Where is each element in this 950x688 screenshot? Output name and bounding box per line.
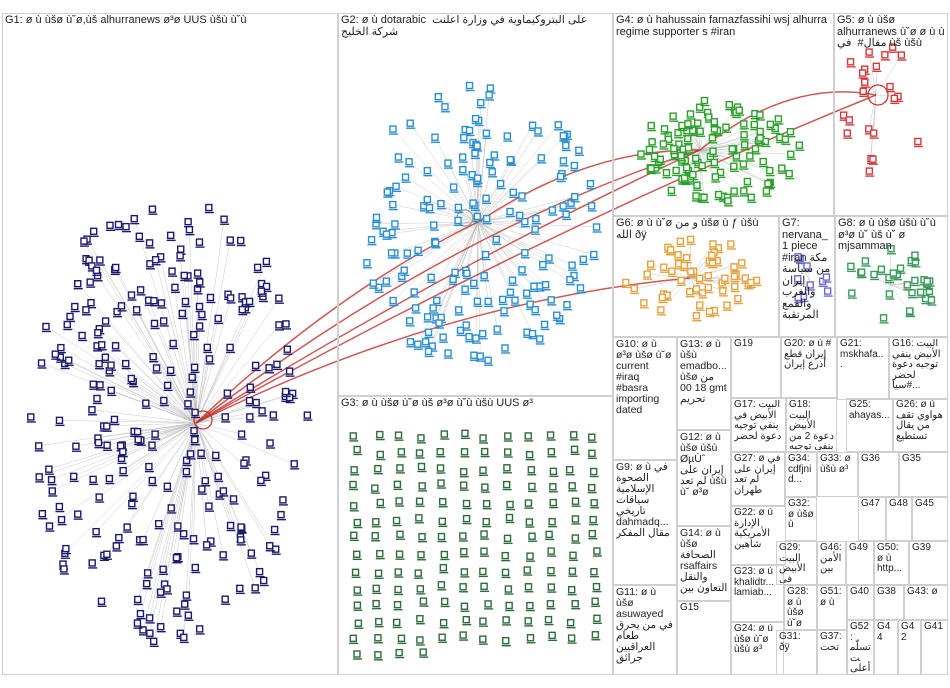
group-label-g31: G31: ðÿ: [779, 632, 814, 653]
group-label-g38: G38: [877, 587, 901, 598]
group-label-g3: G3: ø ù ùšø ù˘ø ùš ø³ø ù˘ù ùšù ÙÙŠ ø³: [341, 398, 610, 410]
group-label-g28: G28: ø ù ùšø ù˘ø ø³ ùš: [787, 587, 814, 628]
group-label-g46: G46: الأمن بين: [820, 543, 843, 575]
group-label-g6: G6: ø ù ù˘ø و من ùšø ù ƒ ùšù الله ðÿ: [616, 218, 776, 241]
group-label-g34: G34: cdfjnid...: [788, 454, 814, 486]
group-box-g4: [613, 13, 834, 216]
group-label-g11: G11: ø ù ùšø asuwayed في من يحرق طعام ال…: [616, 587, 674, 664]
group-label-g51: G51: ø ù: [820, 587, 844, 608]
group-label-g18: G18: البيت الأبيض دعوة 2 من ينفي توجيه ل…: [789, 400, 834, 450]
group-label-g14: G14: ø ù ùšø الصحافة rsaffairs والنقل ال…: [680, 528, 728, 594]
group-label-g42: G42: [901, 622, 918, 643]
group-label-g12: G12: ø ù ùšø ùšù ØµÙˆ إيران على لم تعد ù…: [680, 432, 728, 498]
group-label-g16: G16: البيت الأبيض ينفي توجيه دعوة لحضر #…: [892, 339, 945, 392]
group-label-g47: G47: [861, 499, 883, 510]
group-label-g43: G43: ø: [907, 587, 945, 598]
group-label-g49: G49: [849, 543, 871, 554]
group-label-g23: G23: ø ù khalidtr... lamiab...: [734, 567, 781, 599]
group-label-g10: G10: ø ù ø³ø ùšø ù˘ø current #iraq #basr…: [616, 339, 674, 416]
group-box-g3: [338, 396, 613, 675]
group-label-g36: G36: [861, 454, 896, 465]
group-box-g1: [2, 13, 338, 675]
group-label-g37: G37: تحت: [820, 632, 844, 653]
group-label-g26: G26: ø ù هواوي تقف من يقال تستطيع: [896, 400, 945, 442]
group-label-g29: G29: البيت الأبيض في: [779, 543, 814, 583]
group-label-g13: G13: ø ù ùšù emadbo... ùšø من 18 00 gmt …: [680, 339, 728, 405]
group-label-g5: G5: ø ù ùšø alhurranews ù˘ø ø ù ù مقال# …: [837, 15, 945, 50]
group-label-g35: G35: [902, 454, 945, 465]
group-label-g8: G8: ø ù ùšø ùšù ù˘ù ø³ø ù˘ ùš ù˘ ø mjsam…: [838, 218, 945, 253]
group-box-g2: [338, 13, 613, 396]
group-label-g41: G41: [924, 622, 945, 633]
group-label-g15: G15: [680, 603, 728, 614]
group-label-g1: G1: ø ù ùšø ù˘ø,ùš alhurranews ø³ø ÙÙŠ ù…: [5, 15, 335, 27]
group-label-g4: G4: ø ù hahussain farnazfassihi wsj alhu…: [616, 15, 831, 38]
group-label-g7: G7: nervana_1 piece #iran مكة من سياسة إ…: [782, 218, 832, 322]
group-label-g19: G19: [734, 339, 778, 350]
group-label-g40: G40: [850, 587, 871, 598]
group-label-g48: G48: [889, 499, 909, 510]
group-label-g21: G21: mskhafa...: [840, 339, 886, 371]
group-label-g44: G44: [877, 622, 895, 643]
group-label-g33: G33: ø ùšù ø³: [820, 454, 855, 475]
group-label-g45: G45: [915, 499, 945, 510]
group-label-g20: G20: ø ù # إيران قطع أذرع إيران: [784, 339, 834, 371]
group-label-g50: G50: ø ù http...: [877, 543, 906, 575]
group-label-g27: G27: ø في إيران على لم تعد طهران: [734, 454, 782, 496]
group-label-g9: G9: ø ù في الصحوة الإسلامية سياقات تاريخ…: [616, 462, 674, 539]
group-label-g25: G25: ahayas...: [849, 400, 890, 421]
group-label-g17: G17: البيت الأبيض في ينفي توجيه دعوة لحض…: [734, 400, 783, 442]
group-label-g24: G24: ø ù ùšø ù˘ø ùšù ø³: [734, 624, 781, 656]
group-label-g39: G39: [912, 543, 945, 554]
group-label-g32: G32: ø ùšø ù: [788, 499, 814, 531]
group-label-g52: G52: تسلّمت أعلى: [850, 622, 871, 673]
group-label-g2: G2: ø ù dotarabic على البتروكيماوية في و…: [341, 15, 610, 38]
